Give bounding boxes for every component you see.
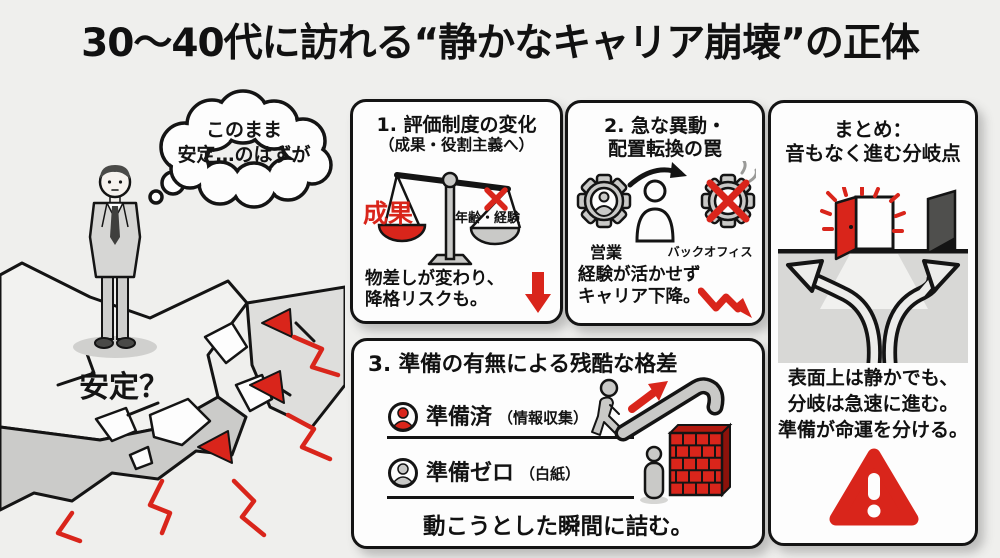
thought-bubble-text: このまま 安定…のはずが xyxy=(177,119,311,166)
businessman-illustration xyxy=(88,165,142,349)
gear-sales-label: 営業 xyxy=(589,243,622,262)
summary-title-line1: まとめ： xyxy=(833,118,912,141)
summary-caption-line3: 準備が命運を分ける。 xyxy=(777,419,968,442)
warning-triangle-icon xyxy=(829,448,919,526)
card2-title-line2: 配置転換の罠 xyxy=(607,138,722,160)
divider-line xyxy=(387,436,634,439)
man-shadow xyxy=(73,336,157,358)
gear-backoffice-icon xyxy=(700,161,756,229)
scale-right-label: 年齢・経験 xyxy=(455,211,521,226)
up-arrow-icon xyxy=(628,381,668,413)
card1-caption-line2: 降格リスクも。 xyxy=(365,290,488,311)
thought-bubble-icon xyxy=(148,89,333,209)
escalator-wall-illustration xyxy=(591,377,733,504)
cracked-ground-scene-illustration xyxy=(0,89,345,544)
glow-dashes xyxy=(820,187,906,233)
card1-caption-line1: 物差しが変わり、 xyxy=(365,269,505,289)
escalator-icon xyxy=(614,377,725,442)
summary-caption-line1: 表面上は静かでも、 xyxy=(787,367,959,389)
dark-door-icon xyxy=(926,189,957,254)
x-mark-icon xyxy=(484,187,508,211)
x-mark-icon xyxy=(706,179,750,223)
card2-caption-line2: キャリア下降。 xyxy=(578,286,701,307)
card2-caption-line1: 経験が活かせず xyxy=(578,265,701,285)
card1-title: 1. 評価制度の変化 xyxy=(376,114,537,136)
door-fork-illustration xyxy=(778,187,968,363)
card3-title: 3. 準備の有無による残酷な格差 xyxy=(368,352,678,377)
card1-subtitle: （成果・役割主義へ） xyxy=(378,136,534,154)
gears-transfer-illustration xyxy=(576,161,756,243)
standing-person-icon xyxy=(643,445,665,500)
person-icon xyxy=(635,179,675,243)
fork-arrows-icon xyxy=(786,259,960,363)
summary-caption-line2: 分岐は急速に進む。 xyxy=(787,393,959,416)
gear-backoffice-label: バックオフィス xyxy=(667,245,753,259)
divider-line xyxy=(387,496,634,499)
card2-title-line1: 2. 急な異動・ xyxy=(603,115,727,137)
cracked-ground-illustration xyxy=(0,261,345,544)
person-shadow xyxy=(640,496,668,504)
balance-scale-icon xyxy=(377,171,522,266)
unprepared-note: （白紙） xyxy=(520,464,581,483)
page-title: 30〜40代に訪れる“静かなキャリア崩壊”の正体 xyxy=(81,21,920,66)
zigzag-down-arrow-icon xyxy=(698,287,752,318)
prepared-row: 準備済 （情報収集） xyxy=(426,399,588,431)
prepared-person-icon xyxy=(388,402,418,432)
curved-arrow-icon xyxy=(627,162,687,188)
unprepared-label: 準備ゼロ xyxy=(426,461,515,486)
summary-title-line2: 音もなく進む分岐点 xyxy=(785,142,961,165)
scale-left-label: 成果 xyxy=(363,199,414,228)
card-preparation-gap: 3. 準備の有無による残酷な格差 準備済 （情報収集） 準備ゼロ （白紙） 動こ… xyxy=(351,338,765,549)
squiggle-marks xyxy=(740,161,756,183)
card-evaluation-change: 1. 評価制度の変化 （成果・役割主義へ） 成果 年齢・経験 物差しが変わり、 … xyxy=(350,99,563,324)
down-arrow-icon xyxy=(525,272,551,313)
door-icon xyxy=(820,187,906,261)
card-sudden-transfer: 2. 急な異動・ 配置転換の罠 xyxy=(565,100,765,326)
unprepared-person-icon xyxy=(388,458,418,488)
climbing-person-icon xyxy=(591,378,620,436)
prepared-note: （情報収集） xyxy=(498,408,589,427)
ground-stability-label: 安定？ xyxy=(79,370,169,405)
prepared-label: 準備済 xyxy=(426,405,493,430)
card-summary: まとめ： 音もなく進む分岐点 xyxy=(768,100,978,546)
unprepared-row: 準備ゼロ （白紙） xyxy=(426,455,580,487)
gear-sales-icon xyxy=(576,173,632,229)
card3-caption: 動こうとした瞬間に詰む。 xyxy=(422,514,693,540)
brick-wall-icon xyxy=(667,422,733,498)
